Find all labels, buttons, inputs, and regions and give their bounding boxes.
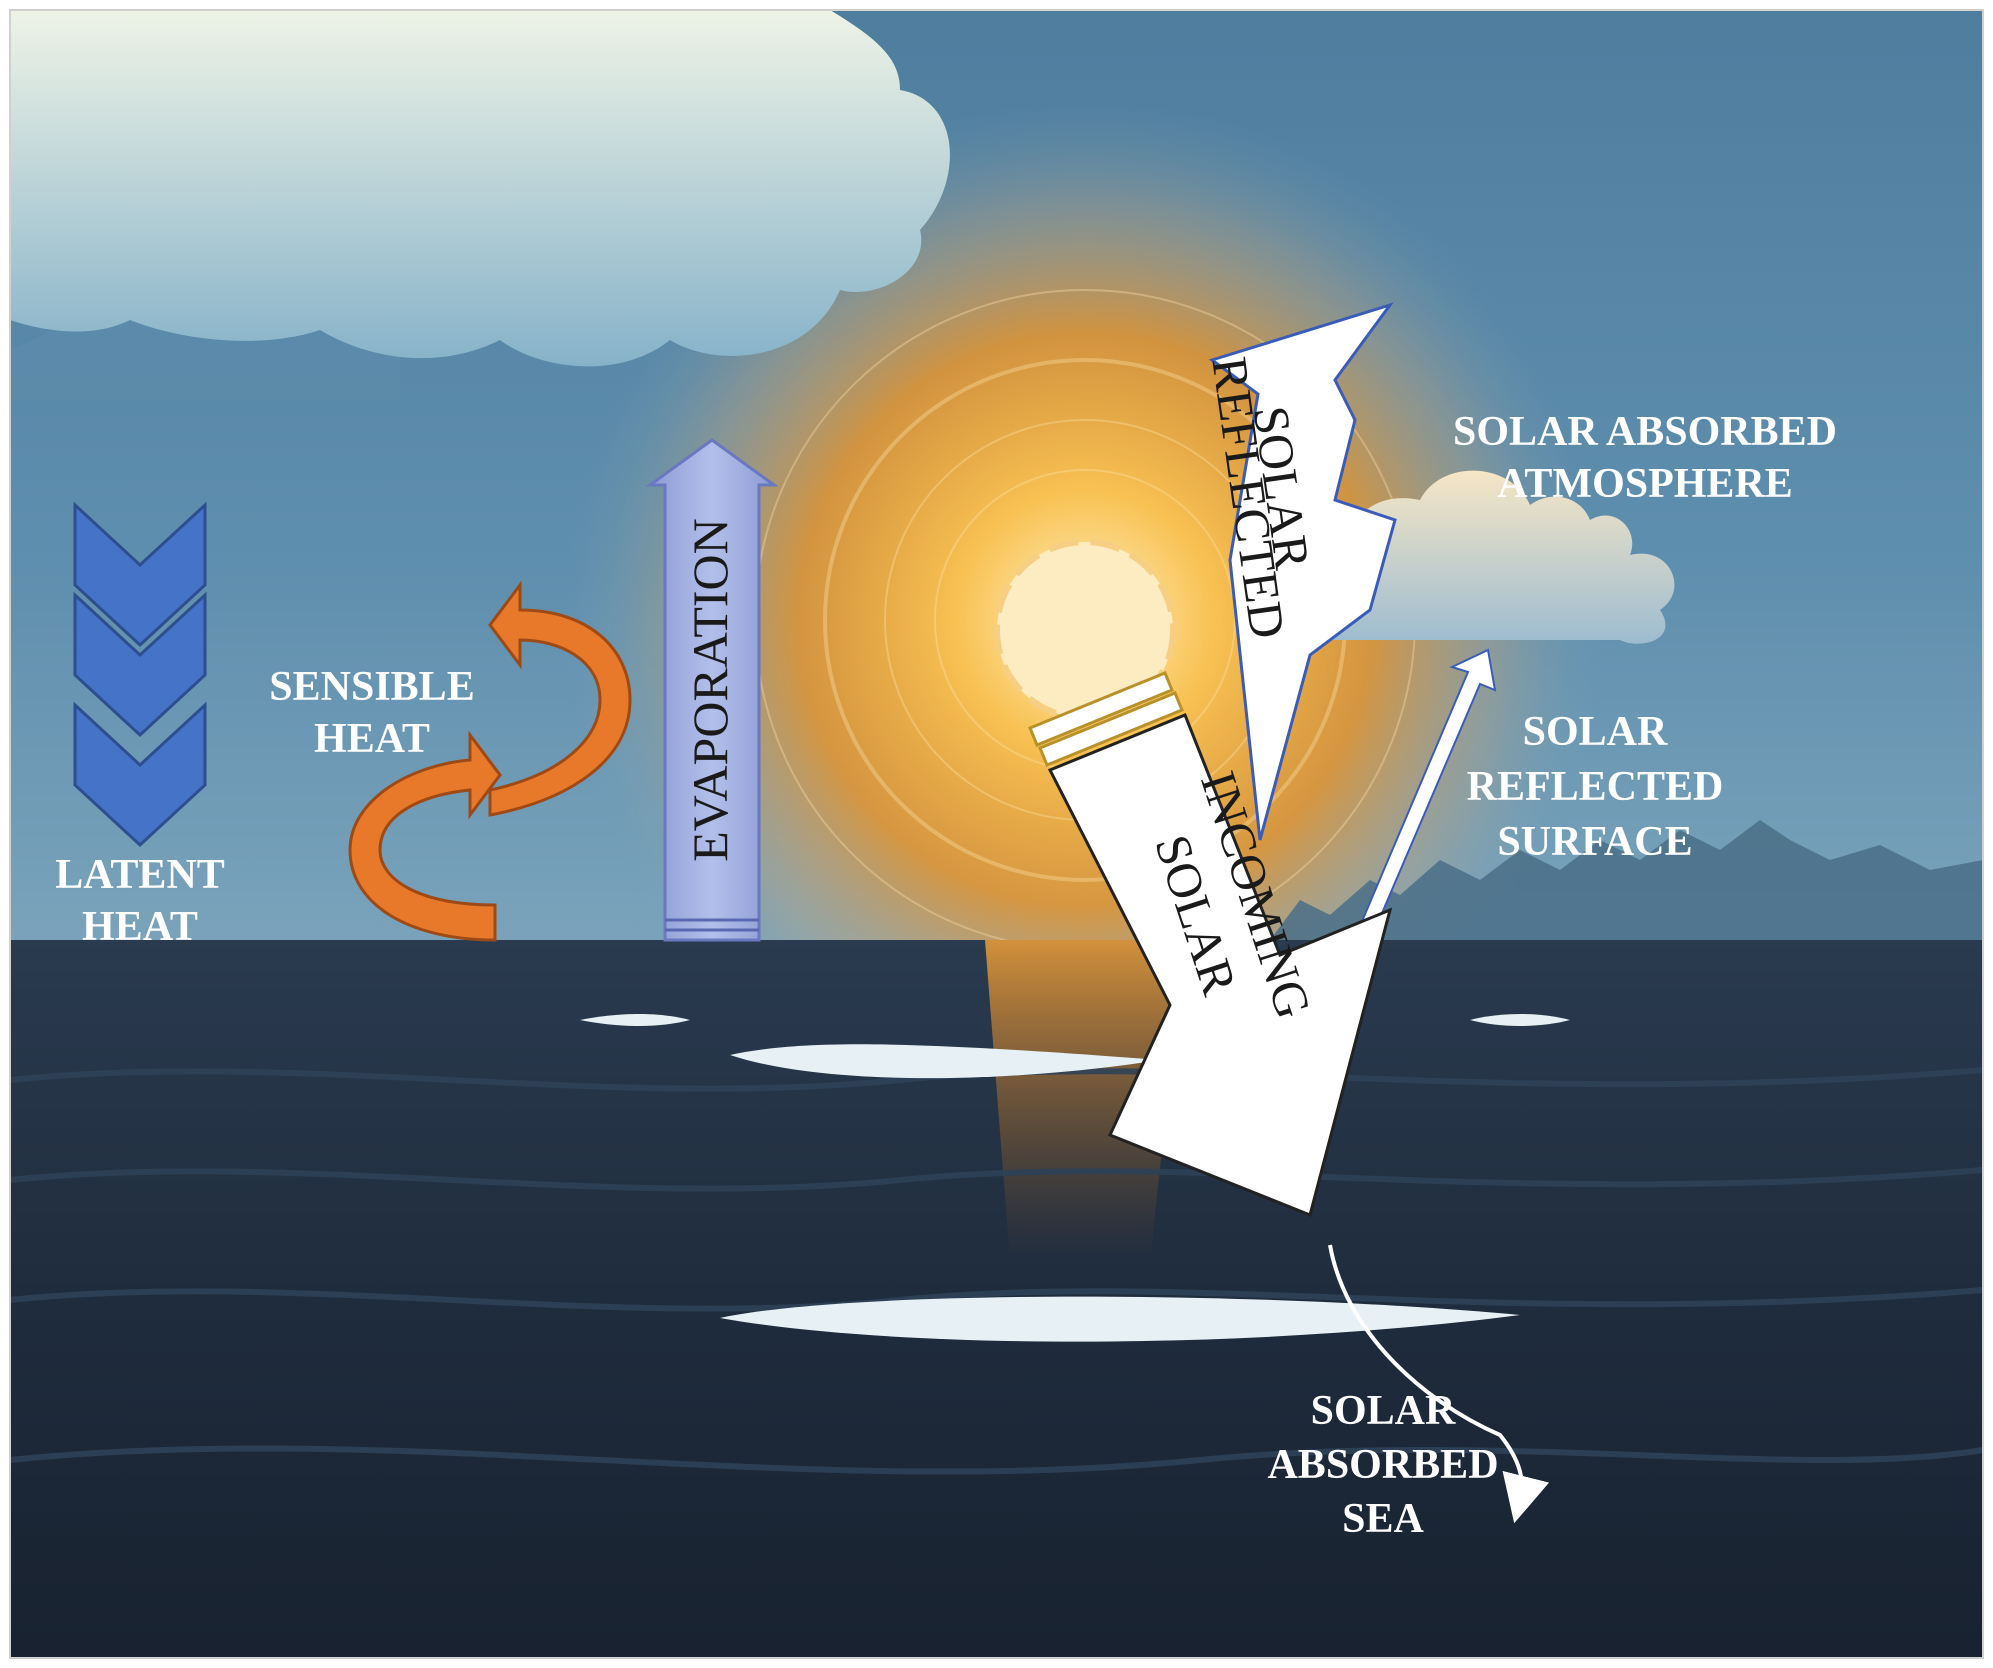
svg-text:LATENT: LATENT	[55, 852, 225, 898]
svg-text:HEAT: HEAT	[82, 904, 198, 950]
label-solar-absorbed-atmosphere: SOLAR ABSORBED ATMOSPHERE	[1453, 409, 1837, 507]
label-evaporation: EVAPORATION	[682, 518, 738, 862]
sensible-heat-arrow	[348, 580, 632, 942]
sun-reflection	[985, 940, 1185, 1260]
svg-text:HEAT: HEAT	[314, 716, 430, 762]
label-latent-heat: LATENT HEAT	[55, 852, 225, 950]
evaporation-arrow	[645, 438, 779, 942]
chevron-down-icon	[73, 701, 207, 848]
svg-text:SOLAR ABSORBED: SOLAR ABSORBED	[1453, 409, 1837, 455]
svg-text:REFLECTED: REFLECTED	[1467, 764, 1724, 810]
svg-text:SEA: SEA	[1342, 1496, 1424, 1542]
large-cloud	[10, 10, 950, 367]
solar-absorbed-sea-arrow	[1328, 1244, 1550, 1524]
chevron-down-icon	[73, 501, 207, 648]
svg-text:SOLAR: SOLAR	[1311, 1388, 1456, 1434]
svg-text:ATMOSPHERE: ATMOSPHERE	[1497, 461, 1793, 507]
incoming-solar-arrow	[1028, 671, 1393, 1218]
svg-text:SOLAR: SOLAR	[1523, 709, 1668, 755]
solar-reflected-arrow	[1208, 302, 1397, 841]
foam-crests	[580, 1014, 1570, 1342]
chevron-down-icon	[73, 591, 207, 738]
small-cloud	[1312, 470, 1675, 644]
wave-bands	[9, 1067, 1984, 1475]
svg-text:ABSORBED: ABSORBED	[1267, 1442, 1498, 1488]
image-frame	[9, 9, 1984, 1659]
label-solar-absorbed-sea: SOLAR ABSORBED SEA	[1267, 1388, 1498, 1542]
label-solar-reflected-surface: SOLAR REFLECTED SURFACE	[1467, 709, 1724, 865]
distant-hills	[1270, 820, 1983, 940]
svg-text:SENSIBLE: SENSIBLE	[269, 664, 474, 710]
latent-heat-chevrons	[73, 501, 207, 848]
svg-text:SURFACE: SURFACE	[1497, 819, 1692, 865]
label-sensible-heat: SENSIBLE HEAT	[269, 664, 474, 762]
